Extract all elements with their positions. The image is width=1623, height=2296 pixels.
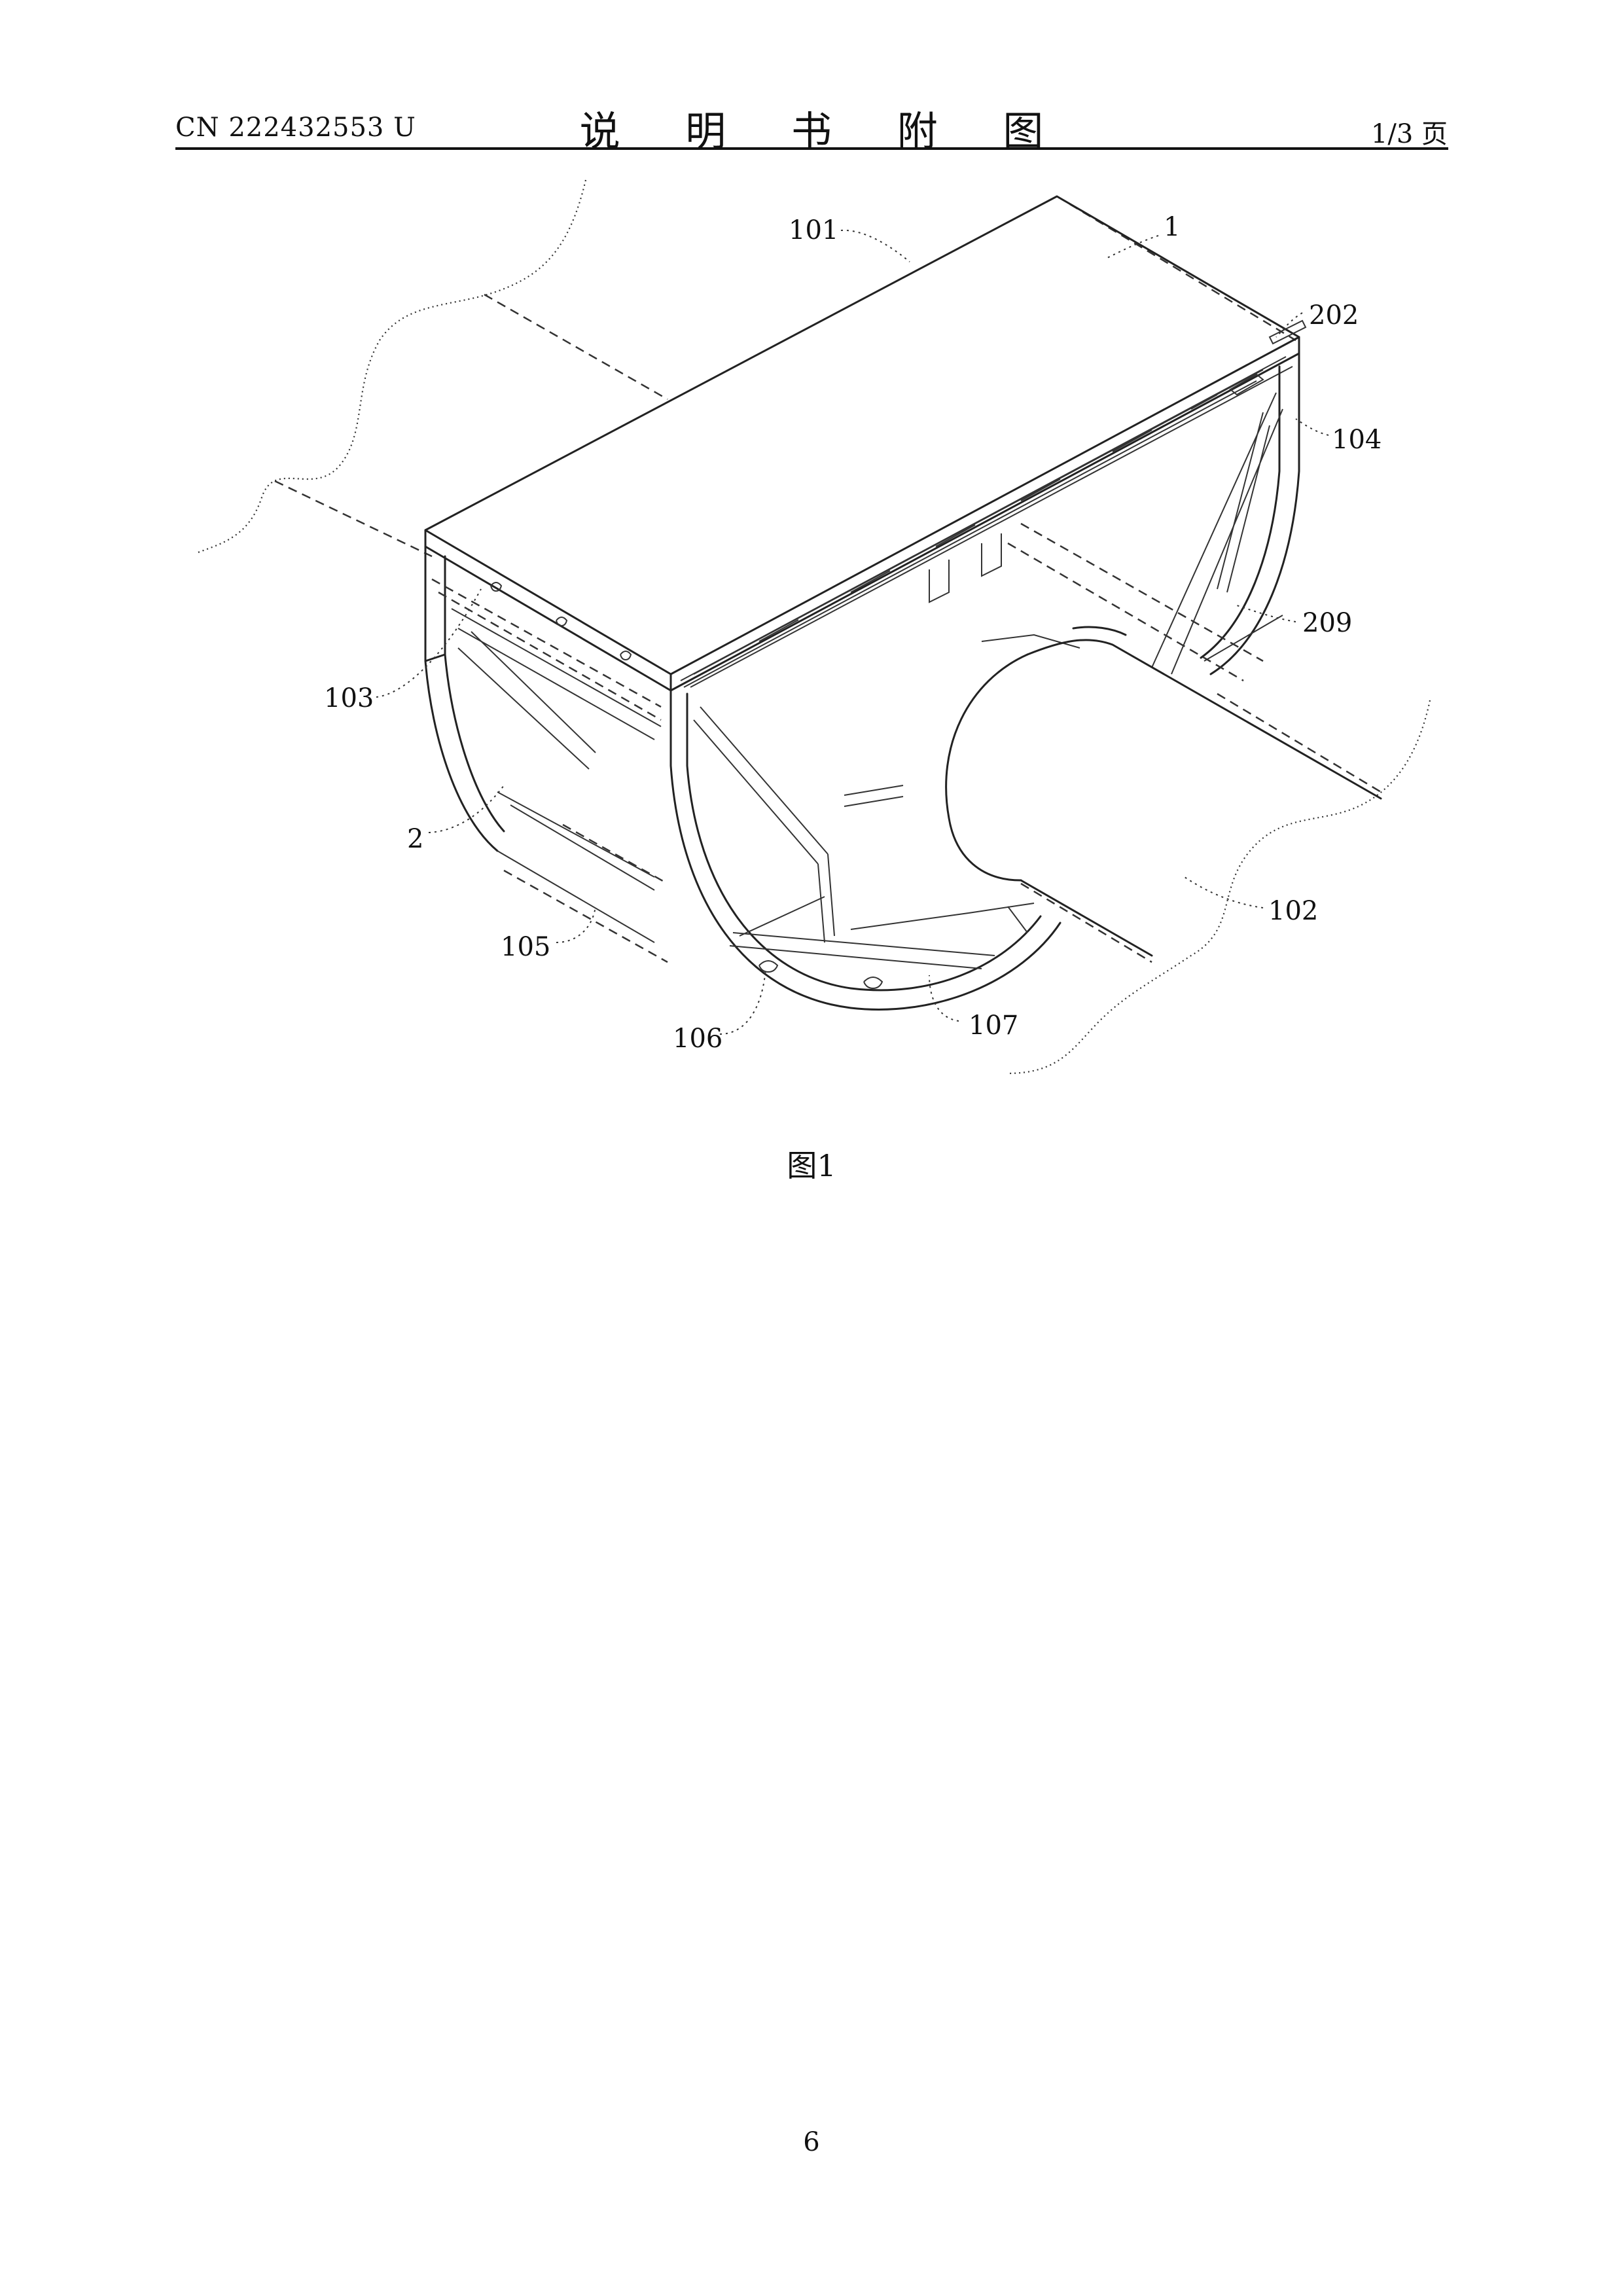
figure-caption: 图1 (0, 1142, 1623, 1185)
label-102: 102 (1268, 896, 1318, 926)
right-frame (1008, 353, 1299, 681)
page-number: 6 (0, 2127, 1623, 2157)
label-101: 101 (789, 215, 838, 245)
label-106: 106 (673, 1024, 722, 1054)
road-edge-left (275, 481, 432, 556)
leader-lines (376, 230, 1329, 1034)
label-202: 202 (1309, 300, 1359, 331)
front-arch (671, 691, 1060, 1009)
label-103: 103 (324, 683, 374, 713)
top-deck (425, 196, 1299, 691)
label-105: 105 (501, 932, 550, 962)
label-1: 1 (1164, 212, 1180, 242)
header-rule (175, 147, 1448, 150)
rail-detail (684, 321, 1306, 687)
road-edge-lower (1021, 884, 1152, 962)
break-line-bottom-right (1008, 700, 1430, 1073)
break-line-top-left (196, 180, 586, 553)
label-104: 104 (1332, 425, 1382, 455)
drawing-svg: 101 1 202 104 209 103 2 105 106 107 102 (0, 157, 1623, 1113)
patent-drawing: 101 1 202 104 209 103 2 105 106 107 102 (0, 157, 1623, 1113)
road-edge-right-bottom (1217, 694, 1381, 792)
label-107: 107 (969, 1011, 1018, 1041)
label-209: 209 (1302, 608, 1352, 638)
page-of: 1/3 页 (1371, 113, 1448, 151)
road-edge-upper (484, 295, 668, 399)
label-2: 2 (407, 824, 423, 854)
left-frame (425, 547, 668, 962)
